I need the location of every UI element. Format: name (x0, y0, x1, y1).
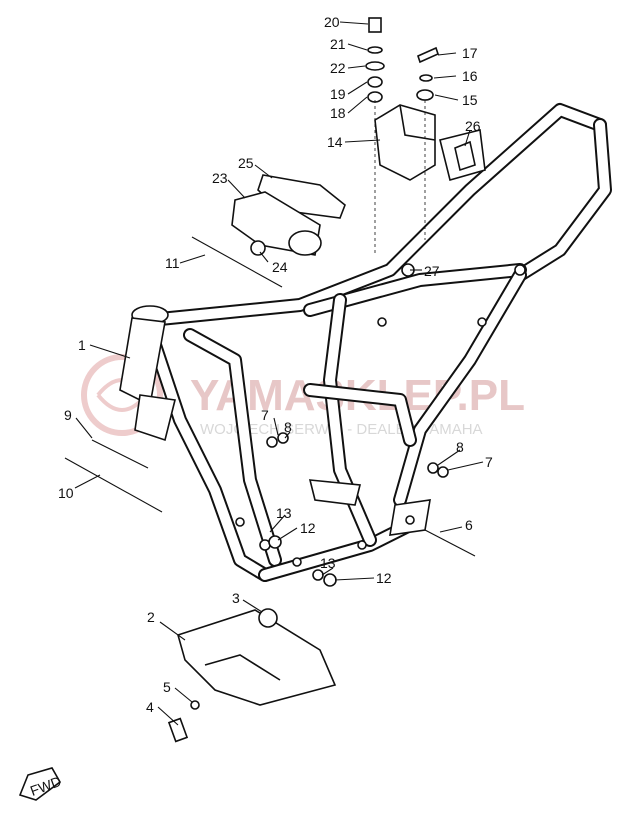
label-12b: 12 (376, 570, 392, 586)
rectifier-assembly (231, 174, 346, 256)
label-7a: 7 (261, 407, 269, 423)
label-11: 11 (165, 255, 180, 271)
label-25: 25 (238, 155, 254, 171)
label-16: 16 (462, 68, 478, 84)
engine-guard (167, 608, 337, 743)
label-3: 3 (232, 590, 240, 606)
callout-labels: 1 2 3 4 5 6 7 7 8 8 9 10 11 12 12 13 13 … (58, 14, 493, 715)
label-9: 9 (64, 407, 72, 423)
label-21: 21 (330, 36, 346, 52)
leader-lines (74, 21, 484, 726)
label-17: 17 (462, 45, 478, 61)
label-13a: 13 (276, 505, 292, 521)
label-26: 26 (465, 118, 481, 134)
label-27: 27 (424, 263, 440, 279)
battery-box-assembly (365, 17, 476, 255)
label-8a: 8 (284, 419, 292, 435)
label-4: 4 (146, 699, 154, 715)
label-8b: 8 (456, 439, 464, 455)
label-2: 2 (147, 609, 155, 625)
label-20: 20 (324, 14, 340, 30)
label-5: 5 (163, 679, 171, 695)
label-19: 19 (330, 86, 346, 102)
main-frame (119, 103, 612, 582)
forward-arrow: FWD (18, 767, 63, 801)
label-13b: 13 (320, 555, 336, 571)
label-14: 14 (327, 134, 343, 150)
label-15: 15 (462, 92, 478, 108)
label-12a: 12 (300, 520, 316, 536)
label-1: 1 (78, 337, 86, 353)
label-22: 22 (330, 60, 346, 76)
label-6: 6 (465, 517, 473, 533)
label-23: 23 (212, 170, 228, 186)
label-24: 24 (272, 259, 288, 275)
label-7b: 7 (485, 454, 493, 470)
label-10: 10 (58, 485, 74, 501)
label-18: 18 (330, 105, 346, 121)
